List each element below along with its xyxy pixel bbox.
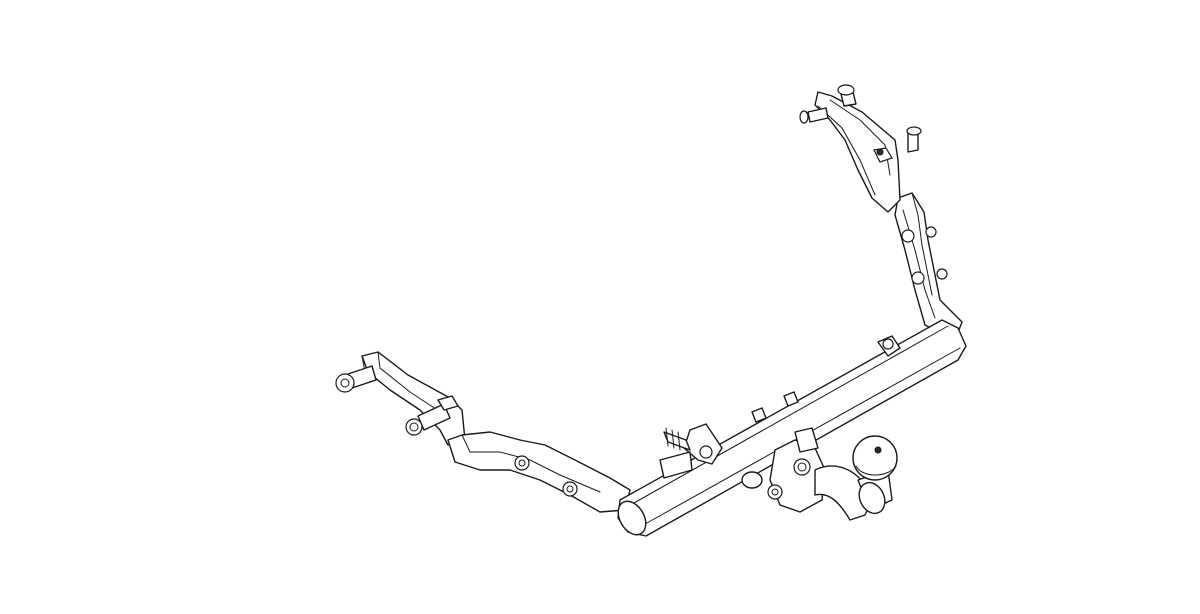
left-mounting-bracket (335, 351, 466, 446)
right-side-arm (894, 192, 963, 341)
tow-ball (852, 435, 898, 515)
left-side-arm (447, 431, 631, 513)
right-mounting-bracket (799, 84, 922, 213)
electrical-socket-bracket (659, 423, 723, 479)
right-arm-nuts (901, 226, 948, 285)
cross-beam (617, 319, 967, 537)
